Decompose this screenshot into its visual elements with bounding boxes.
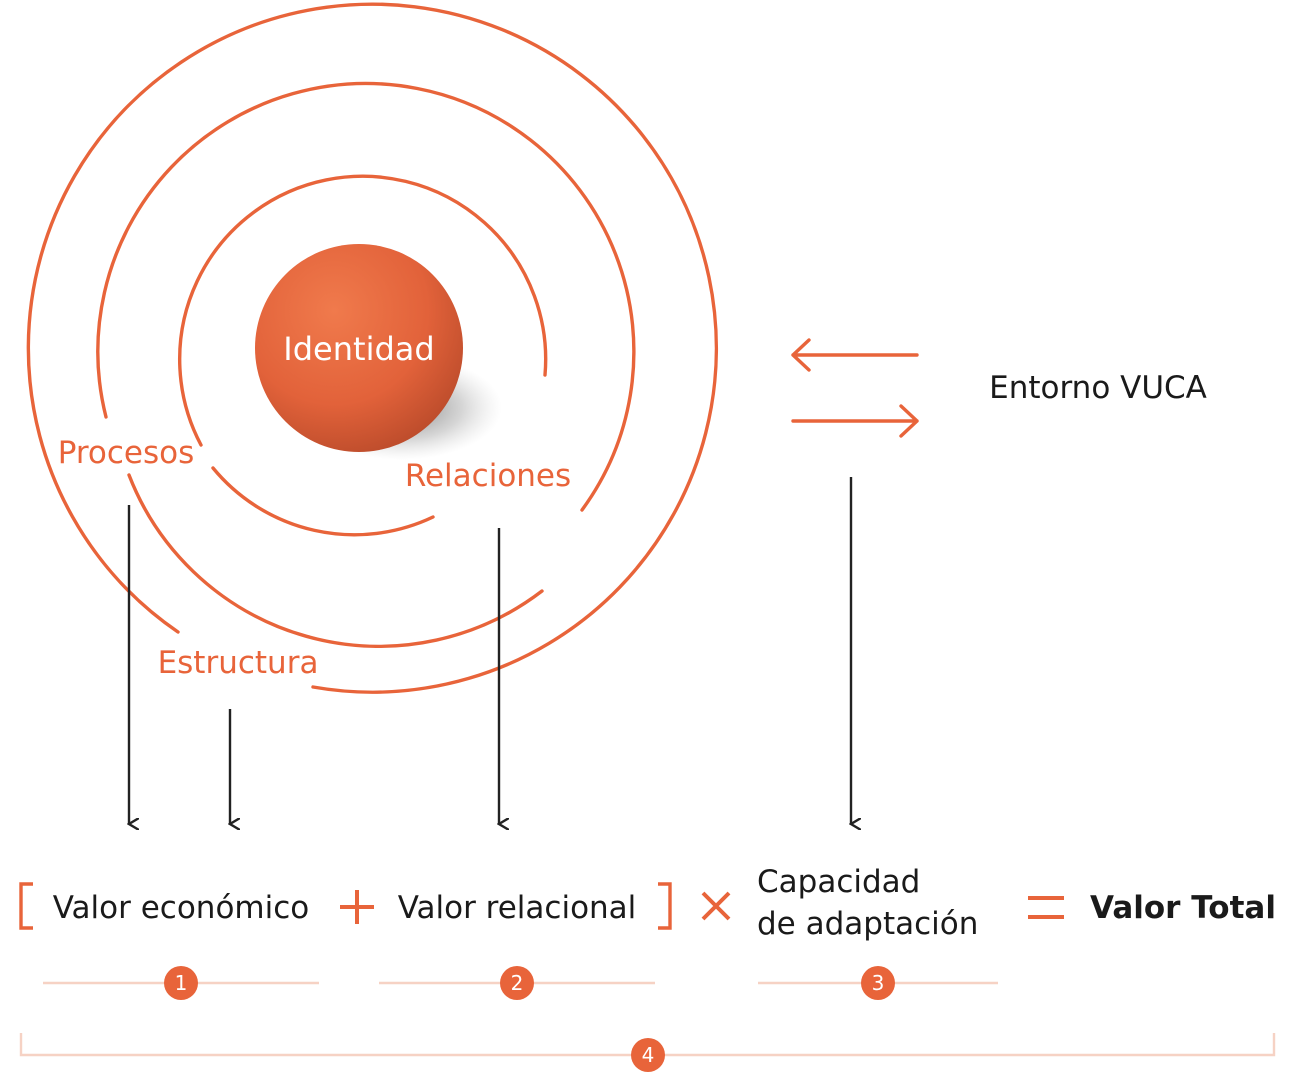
formula: Valor económico Valor relacional Capacid… bbox=[19, 864, 1276, 942]
adaptation-term-line2: de adaptación bbox=[757, 906, 978, 942]
relations-label: Relaciones bbox=[405, 458, 571, 494]
environment-label: Entorno VUCA bbox=[989, 370, 1207, 406]
exchange-arrows bbox=[791, 338, 919, 438]
economic-value-term: Valor económico bbox=[53, 890, 310, 926]
down-arrows bbox=[129, 477, 851, 824]
badge-3 bbox=[861, 966, 895, 1000]
inner-ring bbox=[177, 174, 548, 447]
total-value: Valor Total bbox=[1090, 890, 1276, 926]
plus-icon bbox=[340, 890, 374, 924]
rings bbox=[26, 2, 719, 694]
arrow-right-icon bbox=[791, 404, 919, 438]
times-icon bbox=[701, 891, 731, 921]
identity-label: Identidad bbox=[283, 330, 434, 368]
open-bracket bbox=[19, 882, 33, 930]
processes-label: Procesos bbox=[58, 435, 195, 471]
adaptation-term-line1: Capacidad bbox=[757, 864, 920, 900]
badges: 1 2 3 4 bbox=[164, 966, 895, 1072]
inner-ring-lower-arc bbox=[211, 466, 435, 537]
badge-2 bbox=[500, 966, 534, 1000]
badge-2-label: 2 bbox=[511, 971, 524, 995]
identity-sphere bbox=[255, 244, 463, 452]
badge-4 bbox=[631, 1038, 665, 1072]
outer-ring bbox=[26, 2, 719, 694]
structure-label: Estructura bbox=[158, 645, 319, 681]
close-bracket bbox=[658, 882, 672, 930]
relational-value-term: Valor relacional bbox=[398, 890, 637, 926]
badge-1-label: 1 bbox=[175, 971, 188, 995]
equals-icon bbox=[1028, 896, 1064, 919]
arrow-left-icon bbox=[791, 338, 919, 372]
middle-ring bbox=[96, 81, 636, 512]
middle-ring-lower-arc bbox=[127, 473, 544, 649]
badge-1 bbox=[164, 966, 198, 1000]
badge-4-label: 4 bbox=[642, 1043, 655, 1067]
badge-3-label: 3 bbox=[872, 971, 885, 995]
